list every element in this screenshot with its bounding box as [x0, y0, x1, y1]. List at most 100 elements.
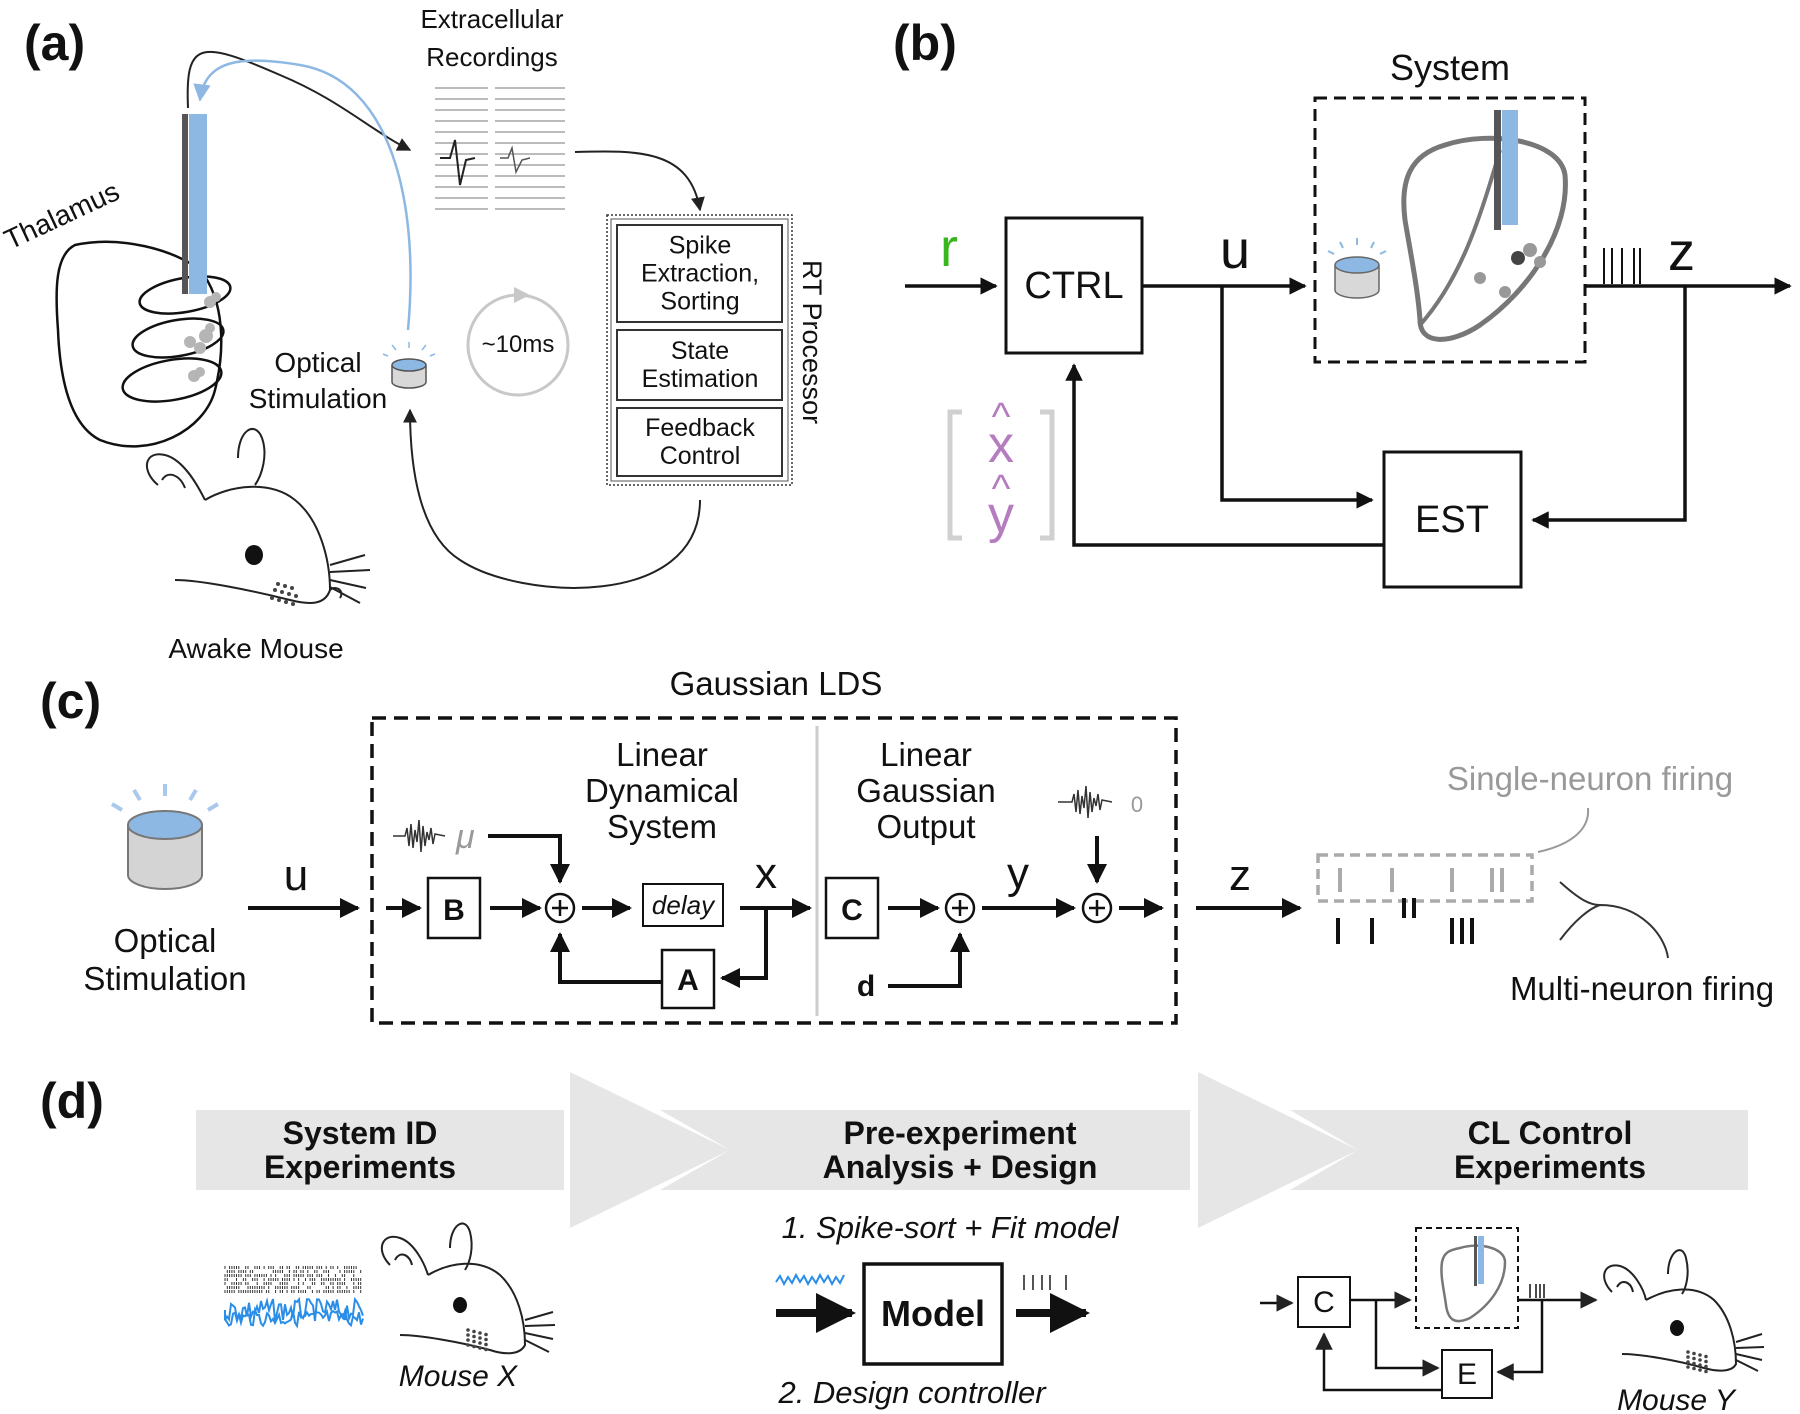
multi-neuron-spikes — [1336, 898, 1474, 944]
processor-step-box — [616, 407, 783, 477]
state-sum-plus-icon — [552, 900, 568, 916]
panel-c: (c) Gaussian LDS Linear Dynamical System… — [40, 665, 1774, 1025]
system-light-source-icon — [1327, 238, 1387, 299]
processor-step-text: Estimation — [642, 365, 759, 393]
panel-a-label: (a) — [24, 15, 85, 71]
A-to-sum-arrow — [550, 932, 662, 984]
whisker-dot — [478, 1331, 482, 1335]
system-brain-inner-line — [1418, 149, 1502, 327]
cl-u-to-est-arrow — [1374, 1300, 1440, 1377]
reference-signal-label: r — [940, 218, 958, 278]
noise-to-sum-arrow — [488, 834, 570, 884]
cl-est-label: E — [1457, 1358, 1477, 1391]
yhat-hat: ^ — [992, 467, 1011, 511]
cl-ctrl-label: C — [1313, 1286, 1335, 1319]
multi-neuron-label: Multi-neuron firing — [1510, 970, 1774, 1007]
u-to-est-arrow — [1220, 286, 1374, 509]
cl-system-electrode — [1474, 1236, 1477, 1286]
mouse-eye — [245, 545, 263, 565]
processor-steps: SpikeExtraction,SortingStateEstimationFe… — [616, 224, 783, 477]
mouse-x-label: Mouse X — [399, 1360, 518, 1393]
panel-d: (d) System ID Experiments Pre-experiment… — [40, 1072, 1765, 1414]
single-neuron-spikes — [1338, 868, 1504, 892]
neuron-cluster-icon — [184, 292, 221, 382]
lgo-label-line3: Output — [876, 808, 975, 845]
panel-c-label: (c) — [40, 673, 101, 729]
whisker-dot — [478, 1346, 482, 1350]
stage1-title-line1: System ID — [283, 1115, 438, 1151]
multi-neuron-pointer — [1559, 881, 1669, 959]
loop-time-label: ~10ms — [482, 331, 555, 358]
x-feedback-arrow — [720, 908, 768, 988]
lds-label-line3: System — [607, 808, 717, 845]
awake-mouse-label: Awake Mouse — [168, 633, 343, 664]
system-box — [1313, 96, 1587, 364]
stage-chevron-1 — [570, 1072, 730, 1228]
est-block — [1382, 450, 1523, 589]
mouse-y-eye — [1670, 1320, 1684, 1336]
whisker-dot — [1704, 1369, 1708, 1374]
stage3-banner — [1290, 1110, 1748, 1190]
lgo-label-line2: Gaussian — [856, 772, 995, 809]
step2-text: 2. Design controller — [777, 1375, 1047, 1410]
system-brain-outline — [1401, 135, 1568, 342]
mouse-y-whisker-dots — [1686, 1350, 1708, 1374]
electrode-shank — [182, 114, 188, 294]
single-neuron-label: Single-neuron firing — [1447, 760, 1733, 797]
mouse-x-whisker-dots — [466, 1328, 488, 1352]
stage1-title-line2: Experiments — [264, 1149, 456, 1185]
cl-system-fiber — [1478, 1236, 1484, 1284]
stim-signal-icon — [224, 1296, 364, 1329]
whisker-dot — [478, 1341, 482, 1345]
stage2-title-line1: Pre-experiment — [844, 1115, 1077, 1151]
optical-stim-light-icon — [110, 784, 220, 890]
model-label: Model — [881, 1293, 985, 1334]
whisker-dot — [1686, 1350, 1690, 1354]
obs-sum-plus-icon — [1089, 900, 1105, 916]
output-sum-plus-icon — [952, 900, 968, 916]
C-matrix-block — [824, 876, 880, 940]
spike-waveform-1 — [440, 139, 476, 186]
lds-label-line2: Dynamical — [585, 772, 739, 809]
A-label: A — [677, 964, 699, 997]
whisker-dot — [1692, 1351, 1696, 1356]
d-to-sum-arrow — [888, 932, 970, 988]
observation-noise-icon — [1058, 785, 1113, 819]
rt-processor-title: RT Processor — [797, 260, 827, 424]
delay-block — [642, 883, 724, 927]
control-signal-label: u — [1220, 220, 1250, 280]
whisker-dot — [478, 1336, 482, 1340]
rt-processor-inner — [610, 218, 789, 482]
system-neuron-icons — [1474, 243, 1546, 298]
awake-mouse-icon — [145, 427, 371, 604]
state-vector-bracket-right — [1040, 409, 1055, 541]
model-block — [862, 1262, 1004, 1366]
whisker-dot — [484, 1337, 488, 1342]
whisker-dot — [466, 1328, 470, 1332]
light-source-icon — [382, 342, 436, 389]
panel-b-label: (b) — [893, 15, 957, 71]
cl-output-spikes-icon — [1529, 1284, 1545, 1298]
step1-text: 1. Spike-sort + Fit model — [782, 1210, 1120, 1245]
whisker-dot — [472, 1329, 476, 1334]
processor-to-stim-arrow — [403, 408, 701, 589]
whisker-dot — [1686, 1365, 1690, 1369]
stage3-title-line2: Experiments — [1454, 1149, 1646, 1185]
u-input-label: u — [284, 851, 308, 900]
xhat-label: x — [988, 416, 1014, 474]
process-noise-icon — [393, 819, 446, 853]
processor-step-text: Feedback — [645, 414, 755, 442]
stage-chevron-2 — [1198, 1072, 1358, 1228]
cl-system-box — [1415, 1227, 1519, 1329]
mouse-y-icon — [1603, 1249, 1765, 1372]
whisker-dot — [472, 1344, 476, 1349]
processor-step-text: Control — [660, 442, 741, 470]
stim-light-path — [193, 59, 412, 331]
whisker-dot — [466, 1333, 470, 1337]
thalamus-label: Thalamus — [0, 175, 124, 255]
mouse-x-icon — [380, 1222, 556, 1355]
whisker-dot — [1686, 1360, 1690, 1364]
stage2-banner — [660, 1110, 1190, 1190]
mouse-whisker-dots — [270, 582, 298, 606]
